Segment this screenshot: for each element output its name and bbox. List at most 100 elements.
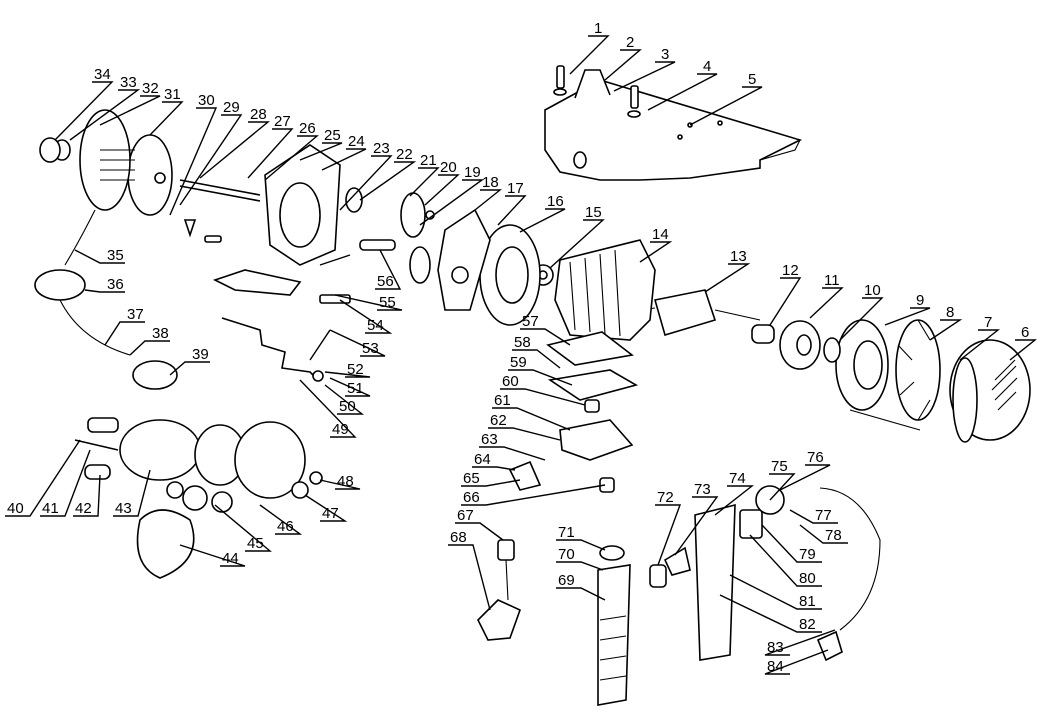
drum-shaft xyxy=(179,179,261,202)
label-p62: 62 xyxy=(490,412,507,429)
label-p68: 68 xyxy=(450,529,467,546)
label-p13: 13 xyxy=(730,248,747,265)
bearing-cap xyxy=(779,320,841,370)
fan-cover xyxy=(949,339,1031,443)
motor-stator xyxy=(554,239,656,341)
label-p1: 1 xyxy=(594,20,602,37)
label-p50: 50 xyxy=(339,398,356,415)
label-p28: 28 xyxy=(250,106,267,123)
label-p72: 72 xyxy=(657,489,674,506)
pulley-assembly xyxy=(74,417,323,579)
label-p9: 9 xyxy=(916,292,924,309)
label-p24: 24 xyxy=(348,133,365,150)
label-p8: 8 xyxy=(946,304,954,321)
label-p20: 20 xyxy=(440,159,457,176)
label-p81: 81 xyxy=(799,593,816,610)
label-p66: 66 xyxy=(463,489,480,506)
label-p79: 79 xyxy=(799,546,816,563)
label-p4: 4 xyxy=(703,58,711,75)
label-p76: 76 xyxy=(807,449,824,466)
cable-hook xyxy=(59,299,178,390)
remote-cable xyxy=(816,487,881,662)
label-p44: 44 xyxy=(222,550,239,567)
front-housing xyxy=(479,224,541,326)
label-p75: 75 xyxy=(771,458,788,475)
lock-pin xyxy=(204,235,222,243)
label-p19: 19 xyxy=(464,164,481,181)
label-p41: 41 xyxy=(42,500,59,517)
label-p51: 51 xyxy=(347,380,364,397)
label-p69: 69 xyxy=(558,572,575,589)
label-p57: 57 xyxy=(522,313,539,330)
fan xyxy=(895,319,941,421)
label-p26: 26 xyxy=(299,120,316,137)
label-p74: 74 xyxy=(729,470,746,487)
fan-gear xyxy=(835,319,921,431)
label-p31: 31 xyxy=(164,86,181,103)
label-p70: 70 xyxy=(558,546,575,563)
label-p16: 16 xyxy=(547,193,564,210)
label-p30: 30 xyxy=(198,92,215,109)
gasket-plate xyxy=(437,208,491,311)
label-p49: 49 xyxy=(332,421,349,438)
label-p63: 63 xyxy=(481,431,498,448)
label-p35: 35 xyxy=(107,247,124,264)
label-p80: 80 xyxy=(799,570,816,587)
label-p82: 82 xyxy=(799,616,816,633)
label-p2: 2 xyxy=(626,34,634,51)
label-p77: 77 xyxy=(815,507,832,524)
leader-lines xyxy=(5,35,1037,675)
label-p42: 42 xyxy=(75,500,92,517)
rotor xyxy=(639,289,761,336)
label-p22: 22 xyxy=(396,146,413,163)
label-p32: 32 xyxy=(142,80,159,97)
label-p29: 29 xyxy=(223,99,240,116)
label-p83: 83 xyxy=(767,639,784,656)
label-p14: 14 xyxy=(652,226,669,243)
label-p55: 55 xyxy=(379,294,396,311)
label-p15: 15 xyxy=(585,204,602,221)
label-p10: 10 xyxy=(864,282,881,299)
drum-plates xyxy=(127,134,173,216)
label-p73: 73 xyxy=(694,481,711,498)
label-p61: 61 xyxy=(494,392,511,409)
label-p46: 46 xyxy=(277,518,294,535)
label-p71: 71 xyxy=(558,524,575,541)
label-p36: 36 xyxy=(107,276,124,293)
drum-nut xyxy=(39,137,71,163)
label-p37: 37 xyxy=(127,306,144,323)
part-drawings xyxy=(34,65,1031,706)
label-p5: 5 xyxy=(748,71,756,88)
label-p64: 64 xyxy=(474,451,491,468)
cable-drum xyxy=(79,109,135,211)
label-p56: 56 xyxy=(377,273,394,290)
label-p6: 6 xyxy=(1021,324,1029,341)
label-p25: 25 xyxy=(324,127,341,144)
label-p21: 21 xyxy=(420,152,437,169)
label-p18: 18 xyxy=(482,174,499,191)
spring-bearing xyxy=(751,324,775,344)
label-p48: 48 xyxy=(337,473,354,490)
label-p43: 43 xyxy=(115,500,132,517)
power-plug xyxy=(477,539,522,641)
label-p17: 17 xyxy=(507,180,524,197)
label-p23: 23 xyxy=(373,140,390,157)
gears xyxy=(400,192,435,284)
label-p60: 60 xyxy=(502,373,519,390)
label-p45: 45 xyxy=(247,535,264,552)
label-p11: 11 xyxy=(824,272,840,289)
shaft-parts xyxy=(319,187,396,266)
label-p40: 40 xyxy=(7,500,24,517)
label-p38: 38 xyxy=(152,325,169,342)
switch-box xyxy=(508,331,639,493)
label-p12: 12 xyxy=(782,262,799,279)
label-p59: 59 xyxy=(510,354,527,371)
label-p27: 27 xyxy=(274,113,291,130)
label-p84: 84 xyxy=(767,658,784,675)
crank-rod xyxy=(221,317,317,379)
mounting-bracket xyxy=(544,79,803,181)
handle xyxy=(597,545,631,706)
label-p65: 65 xyxy=(463,470,480,487)
label-p3: 3 xyxy=(661,46,669,63)
